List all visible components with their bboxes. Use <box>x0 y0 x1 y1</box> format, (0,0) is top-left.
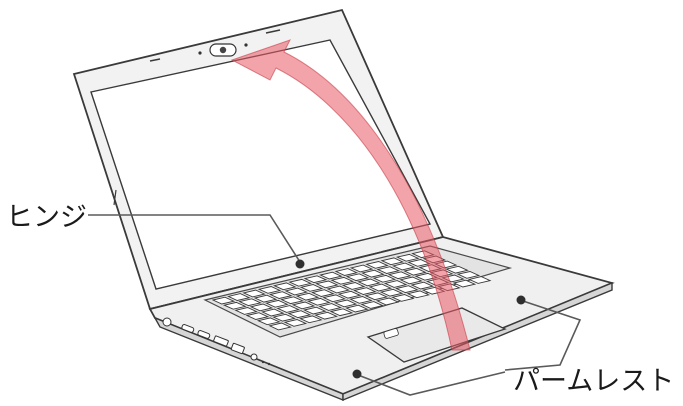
palmrest-label: パームレスト <box>513 366 674 397</box>
hinge-label: ヒンジ <box>6 202 87 233</box>
